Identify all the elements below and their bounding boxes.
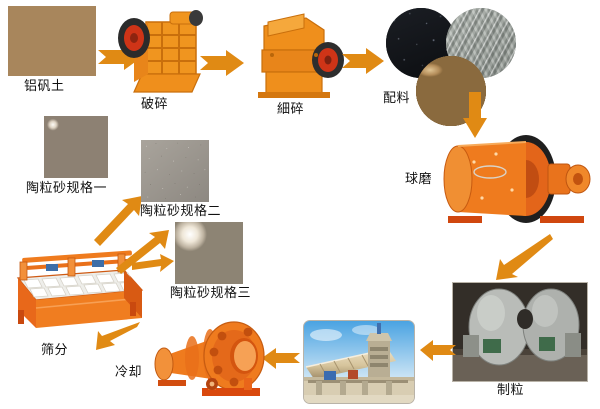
stage-label-batching: 配料 [383, 91, 411, 106]
arrow-fine-crushing-to-batching [342, 48, 384, 74]
stage-label-product-spec-2: 陶粒砂规格二 [140, 204, 222, 219]
arrow-batching-to-ball-milling [463, 92, 487, 138]
ceramsite-spec-3-photo [175, 222, 243, 284]
stage-label-ball-milling: 球磨 [405, 172, 433, 187]
rotary-kiln-photo [303, 320, 415, 404]
stage-label-granulation: 制粒 [497, 383, 525, 398]
ceramsite-spec-1-photo [44, 116, 108, 178]
ceramsite-spec-2-photo [141, 140, 209, 202]
arrow-cooling-to-screening [96, 322, 140, 350]
rotary-cooler-icon [154, 321, 265, 396]
stage-label-raw-material: 铝矾土 [24, 79, 65, 94]
arrow-crushing-to-fine-crushing [200, 50, 244, 76]
stage-label-product-spec-1: 陶粒砂规格一 [26, 181, 108, 196]
hammer-crusher-icon [258, 13, 344, 98]
arrow-screening-to-product-spec-1 [94, 196, 142, 246]
arrow-screening-to-product-spec-2 [116, 230, 169, 274]
arrow-rotary-kiln-to-cooling [262, 348, 300, 369]
stage-label-product-spec-3: 陶粒砂规格三 [170, 286, 252, 301]
bauxite-photo [8, 6, 96, 76]
arrow-screening-to-product-spec-3 [132, 254, 174, 272]
stage-label-crushing: 破碎 [141, 97, 169, 112]
arrow-granulation-to-rotary-kiln [420, 340, 456, 361]
ball-mill-icon [443, 135, 591, 223]
vibrating-screen-icon [16, 250, 144, 328]
stage-label-screening: 筛分 [41, 343, 69, 358]
jaw-crusher-icon [118, 10, 203, 93]
stage-label-fine-crushing: 細碎 [277, 102, 305, 117]
stage-label-cooling: 冷却 [115, 365, 143, 380]
granulator-photo [452, 282, 588, 382]
arrow-ball-milling-to-granulation [496, 234, 553, 280]
